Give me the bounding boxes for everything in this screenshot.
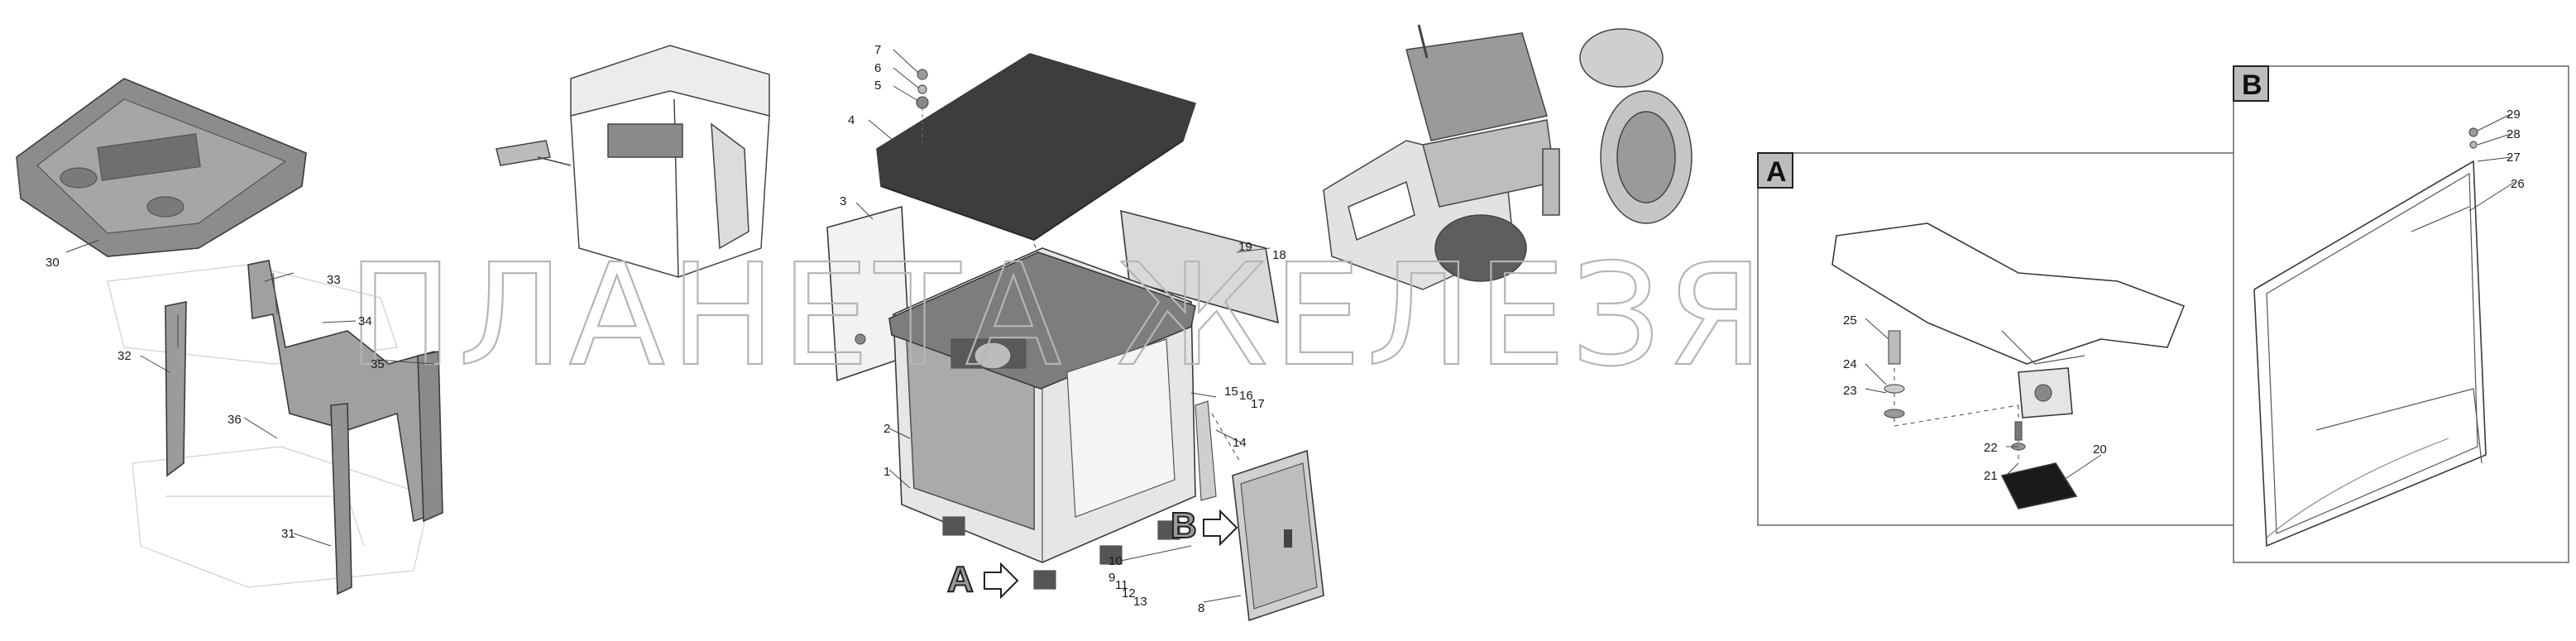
callout-4: 4: [848, 113, 855, 127]
watermark-text: ПЛАНЕТА ЖЕЛЕЗЯКА: [347, 234, 1975, 398]
callout-17: 17: [1251, 397, 1265, 411]
callout-22: 22: [1984, 441, 1998, 455]
leader-lines: [65, 49, 2516, 603]
callout-12: 12: [1122, 586, 1136, 600]
detail-view-b: B: [2233, 65, 2569, 563]
callout-26: 26: [2511, 177, 2525, 191]
callout-24: 24: [1843, 357, 1857, 371]
callout-3: 3: [840, 194, 846, 208]
callout-19: 19: [1238, 240, 1252, 254]
detail-a-tag: A: [1766, 156, 1787, 188]
callout-36: 36: [227, 413, 242, 427]
callout-28: 28: [2507, 127, 2521, 141]
callout-15: 15: [1224, 385, 1238, 399]
arrow-a-label: A: [947, 559, 974, 600]
detail-b-tag: B: [2242, 69, 2262, 101]
callout-20: 20: [2093, 442, 2107, 457]
main-cab-exploded: [826, 53, 1324, 622]
callout-1: 1: [883, 465, 890, 479]
callout-21: 21: [1984, 469, 1998, 483]
callout-2: 2: [883, 422, 890, 436]
roof-liner-part: [16, 78, 307, 257]
callout-numbers: 1 2 3 4 5 6 7 8 9 10 11 12 13 14 15 16 1…: [45, 43, 2525, 615]
view-arrow-a: A: [946, 558, 1019, 600]
callout-25: 25: [1843, 313, 1857, 328]
callout-33: 33: [327, 273, 341, 287]
callout-32: 32: [117, 349, 132, 363]
callout-13: 13: [1133, 595, 1147, 609]
cab-assembly-view: [496, 45, 770, 279]
callout-34: 34: [358, 314, 372, 328]
callout-14: 14: [1233, 436, 1247, 450]
callout-18: 18: [1272, 248, 1286, 262]
callout-6: 6: [874, 61, 881, 75]
callout-9: 9: [1108, 571, 1115, 585]
callout-7: 7: [874, 43, 881, 57]
callout-27: 27: [2507, 151, 2521, 165]
arrow-b-label: B: [1171, 505, 1197, 546]
callout-30: 30: [45, 256, 60, 270]
callout-11: 11: [1115, 578, 1128, 592]
callout-8: 8: [1198, 601, 1204, 615]
pillar-trims: [165, 260, 443, 596]
callout-5: 5: [874, 79, 881, 93]
callout-31: 31: [281, 527, 295, 541]
callout-35: 35: [371, 357, 385, 371]
callout-10: 10: [1108, 554, 1123, 568]
callout-23: 23: [1843, 384, 1857, 398]
tractor-overview: [1323, 24, 1693, 290]
detail-view-a: A: [1757, 152, 2247, 526]
callout-29: 29: [2507, 108, 2521, 122]
callout-16: 16: [1239, 389, 1253, 403]
view-arrow-b: B: [1170, 505, 1238, 547]
